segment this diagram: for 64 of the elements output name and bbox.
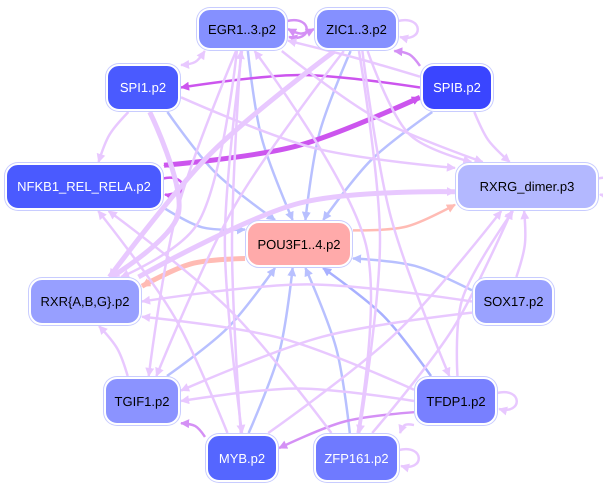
arrow <box>137 187 456 280</box>
arrow <box>496 390 518 415</box>
arrow <box>120 50 238 278</box>
arrow <box>180 419 206 438</box>
arrow <box>145 50 238 377</box>
arrow <box>163 206 246 234</box>
arrow <box>246 50 294 221</box>
gene-node: SOX17.p2 <box>474 279 553 324</box>
arrow <box>287 28 315 37</box>
arrow <box>322 110 433 221</box>
arrow <box>356 50 382 434</box>
arrow <box>224 50 246 434</box>
arrow <box>302 50 352 221</box>
arrow <box>248 267 296 434</box>
gene-node: RXRG_dimer.p3 <box>457 164 597 209</box>
arrow <box>141 283 472 305</box>
gene-node: MYB.p2 <box>207 435 277 481</box>
arrow <box>361 50 450 377</box>
gene-node: ZFP161.p2 <box>315 435 398 481</box>
arrow <box>107 49 336 278</box>
arrow <box>322 266 432 377</box>
arrow <box>398 448 420 472</box>
arrow <box>180 74 420 91</box>
gene-node: EGR1..3.p2 <box>198 9 286 49</box>
arrow <box>96 111 130 163</box>
arrow <box>473 112 510 163</box>
gene-node: SPIB.p2 <box>422 65 492 110</box>
gene-node: TGIF1.p2 <box>105 378 179 424</box>
arrow <box>268 210 502 434</box>
gene-node: NFKB1_REL_RELA.p2 <box>6 164 162 209</box>
arrow <box>180 387 414 404</box>
gene-node: POU3F1..4.p2 <box>247 222 351 266</box>
arrow <box>163 95 422 170</box>
arrow <box>110 110 182 280</box>
arrow <box>398 423 414 434</box>
arrow <box>456 210 514 376</box>
arrow <box>287 38 420 78</box>
arrow <box>304 267 352 434</box>
arrow <box>393 47 422 67</box>
arrow <box>155 50 345 377</box>
arrow <box>141 313 415 391</box>
arrow <box>97 210 229 434</box>
gene-node: TFDP1.p2 <box>416 378 496 424</box>
gene-node: SPI1.p2 <box>107 65 179 110</box>
arrow <box>254 50 372 434</box>
arrow <box>278 410 414 450</box>
arrow <box>286 18 308 43</box>
arrow <box>180 311 472 392</box>
arrow <box>140 256 246 288</box>
arrow <box>352 204 456 232</box>
gene-node: ZIC1..3.p2 <box>316 9 397 49</box>
arrow <box>166 111 276 222</box>
arrow <box>180 96 456 172</box>
arrow <box>166 267 276 378</box>
arrow <box>398 18 419 43</box>
arrow <box>108 210 332 434</box>
arrow <box>371 210 513 434</box>
arrow <box>230 50 245 434</box>
arrow <box>352 254 473 292</box>
arrow <box>180 50 206 69</box>
arrow <box>98 325 129 376</box>
arrow <box>366 50 472 164</box>
gene-node: RXR{A,B,G}.p2 <box>30 279 140 324</box>
arrow <box>515 210 530 278</box>
